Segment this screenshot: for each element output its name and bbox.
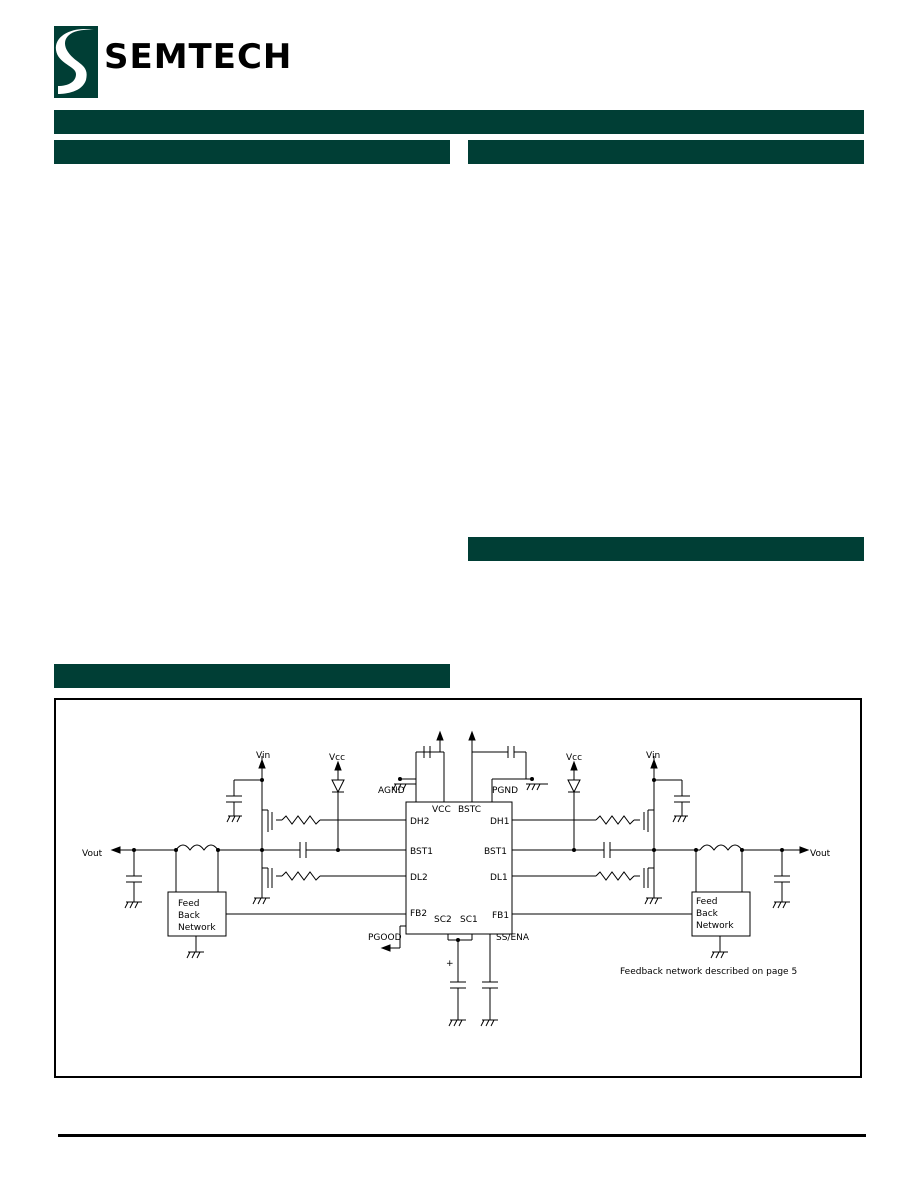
- label-pgnd: PGND: [492, 786, 518, 796]
- label-vout-right: Vout: [810, 849, 831, 859]
- pin-bstc: BSTC: [458, 805, 481, 815]
- feedback-left-line-3: Network: [178, 923, 216, 933]
- controller-ic: [405, 801, 513, 935]
- pin-sc2: SC2: [434, 915, 452, 925]
- pin-fb1: FB1: [492, 911, 509, 921]
- feedback-right-line-1: Feed: [696, 897, 717, 907]
- section-header-left-2: [54, 664, 450, 688]
- pin-fb2: FB2: [410, 909, 427, 919]
- label-vin-left: Vin: [256, 751, 270, 761]
- label-agnd: AGND: [378, 786, 405, 796]
- pin-vcc: VCC: [432, 805, 451, 815]
- pin-dl2: DL2: [410, 873, 428, 883]
- title-bar: [54, 110, 864, 134]
- pin-bst1-right: BST1: [484, 847, 507, 857]
- brand-name: SEMTECH: [104, 37, 293, 77]
- label-vcc-right: Vcc: [566, 753, 582, 763]
- circuit-schematic: VCC BSTC AGND PGND DH2 BST1 DL2 FB2 DH1 …: [82, 730, 831, 1027]
- label-vout-left: Vout: [82, 849, 103, 859]
- label-vcc-left: Vcc: [329, 753, 345, 763]
- feedback-right-line-3: Network: [696, 921, 734, 931]
- application-circuit: VCC BSTC AGND PGND DH2 BST1 DL2 FB2 DH1 …: [54, 698, 862, 1078]
- label-ss-ena: SS/ENA: [496, 933, 530, 943]
- pin-bst1-left: BST1: [410, 847, 433, 857]
- feedback-left-line-1: Feed: [178, 899, 199, 909]
- label-cap-plus: +: [446, 959, 454, 969]
- pin-dh2: DH2: [410, 817, 429, 827]
- pin-dh1: DH1: [490, 817, 509, 827]
- feedback-left-line-2: Back: [178, 911, 201, 921]
- label-pgood: PGOOD: [368, 933, 402, 943]
- semtech-s-logo-icon: [54, 26, 98, 98]
- section-header-left-1: [54, 140, 450, 164]
- pin-dl1: DL1: [490, 873, 508, 883]
- pin-sc1: SC1: [460, 915, 478, 925]
- section-header-right-2: [468, 537, 864, 561]
- section-header-right-1: [468, 140, 864, 164]
- feedback-note: Feedback network described on page 5: [620, 967, 797, 977]
- label-vin-right: Vin: [646, 751, 660, 761]
- feedback-right-line-2: Back: [696, 909, 719, 919]
- footer-rule: [58, 1134, 866, 1137]
